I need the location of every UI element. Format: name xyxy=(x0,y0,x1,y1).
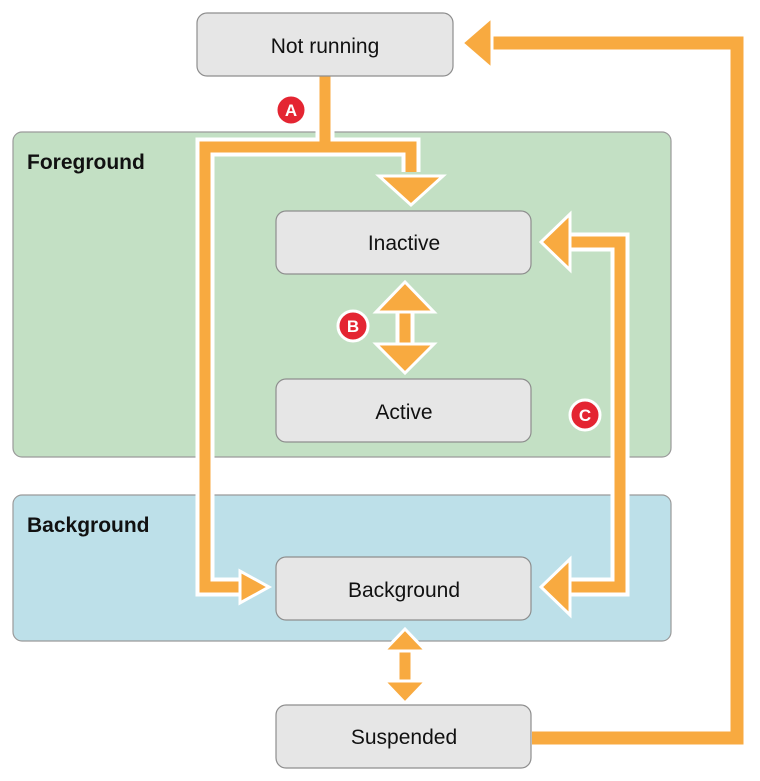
state-active: Active xyxy=(275,378,532,443)
transition-arrows xyxy=(195,13,746,747)
state-suspended: Suspended xyxy=(275,704,532,769)
arrow-suspended-to-not-running xyxy=(459,13,746,747)
arrow-background-suspended xyxy=(380,626,430,706)
foreground-region-label: Foreground xyxy=(27,151,145,174)
state-label-inactive: Inactive xyxy=(368,232,440,255)
state-label-active: Active xyxy=(375,401,432,424)
badge-b: B xyxy=(336,309,370,343)
state-inactive: Inactive xyxy=(275,210,532,275)
state-label-background: Background xyxy=(348,579,460,602)
badge-a-label: A xyxy=(285,101,297,120)
state-label-not-running: Not running xyxy=(271,35,380,58)
badge-a: A xyxy=(274,93,308,127)
badge-c-label: C xyxy=(579,406,591,425)
badge-b-label: B xyxy=(347,317,359,336)
state-label-suspended: Suspended xyxy=(351,726,457,749)
arrow-b-inactive-active xyxy=(372,279,438,376)
background-region-label: Background xyxy=(27,514,150,537)
state-not-running: Not running xyxy=(196,12,454,77)
badge-c: C xyxy=(568,398,602,432)
arrow-c-background-inactive xyxy=(538,210,630,619)
arrow-a-not-running-to-inactive-and-background xyxy=(195,76,447,606)
state-background: Background xyxy=(275,556,532,621)
